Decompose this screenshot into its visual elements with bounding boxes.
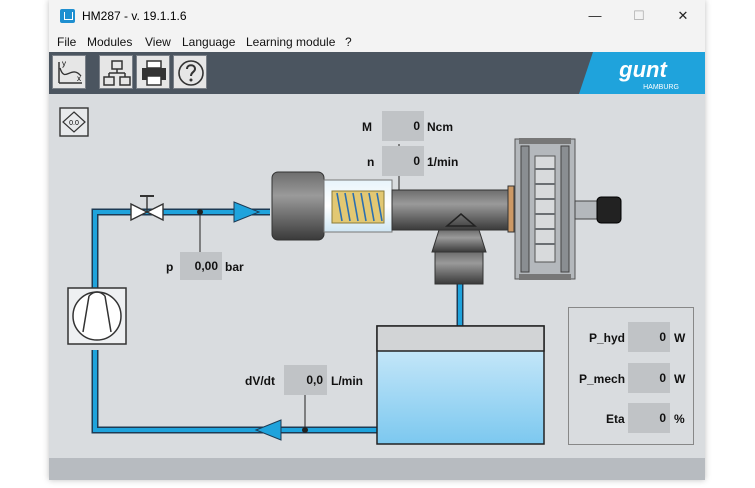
- diagram-icon: yx: [58, 59, 82, 84]
- help-icon: [178, 60, 204, 86]
- network-icon: [103, 60, 131, 86]
- p-hyd-label: P_hyd: [589, 331, 626, 345]
- help-button[interactable]: [173, 55, 207, 89]
- menu-modules[interactable]: Modules: [87, 35, 133, 49]
- flow-value: 0,0: [284, 365, 327, 395]
- menu-view[interactable]: View: [145, 35, 171, 49]
- turbine-assembly: [271, 138, 622, 285]
- menu-learning-module[interactable]: Learning module: [246, 35, 336, 49]
- svg-text:x: x: [77, 74, 81, 83]
- settings-icon[interactable]: 0.0: [59, 107, 89, 137]
- menu-file[interactable]: File: [57, 35, 77, 49]
- pressure-label: p: [166, 260, 174, 274]
- p-mech-value: 0: [628, 363, 670, 393]
- pump-icon: [67, 287, 127, 345]
- status-bar: [49, 458, 705, 480]
- eta-unit: %: [674, 412, 685, 426]
- speed-value: 0: [382, 146, 424, 176]
- printer-icon: [142, 60, 166, 86]
- gunt-logo: gunt HAMBURG: [579, 52, 705, 94]
- water-tank: [376, 325, 545, 445]
- eta-value: 0: [628, 403, 670, 433]
- minimize-button[interactable]: —: [588, 8, 602, 23]
- logo-brand: gunt: [618, 57, 668, 82]
- maximize-button[interactable]: ☐: [633, 8, 645, 23]
- p-mech-label: P_mech: [579, 372, 626, 386]
- speed-unit: 1/min: [427, 155, 459, 169]
- flow-label: dV/dt: [245, 374, 275, 388]
- menu-help[interactable]: ?: [345, 35, 352, 49]
- flow-arrow-right: [233, 201, 261, 223]
- torque-label: M: [362, 120, 372, 134]
- p-mech-unit: W: [674, 372, 686, 386]
- logo-sub: HAMBURG: [643, 84, 679, 91]
- process-diagram: 0.0 M 0 Ncm n 0 1/min p 0,00 bar dV/dt 0…: [49, 94, 705, 458]
- pressure-value: 0,00: [180, 252, 222, 280]
- app-icon: [60, 9, 75, 23]
- svg-text:0.0: 0.0: [69, 120, 79, 127]
- speed-label: n: [367, 155, 375, 169]
- svg-text:y: y: [62, 59, 66, 68]
- torque-unit: Ncm: [427, 120, 454, 134]
- menu-bar: File Modules View Language Learning modu…: [49, 32, 705, 52]
- power-panel: P_hyd 0 W P_mech 0 W Eta 0 %: [568, 307, 694, 445]
- window-title: HM287 - v. 19.1.1.6: [82, 9, 187, 23]
- torque-value: 0: [382, 111, 424, 141]
- title-bar: HM287 - v. 19.1.1.6 — ☐ ✕: [49, 0, 705, 32]
- flow-unit: L/min: [331, 374, 363, 388]
- valve-icon: [130, 195, 164, 222]
- p-hyd-unit: W: [674, 331, 686, 345]
- print-button[interactable]: [136, 55, 170, 89]
- menu-language[interactable]: Language: [182, 35, 236, 49]
- p-hyd-value: 0: [628, 322, 670, 352]
- eta-label: Eta: [606, 412, 625, 426]
- close-button[interactable]: ✕: [677, 8, 689, 23]
- network-button[interactable]: [99, 55, 133, 89]
- pressure-unit: bar: [225, 260, 244, 274]
- app-window: HM287 - v. 19.1.1.6 — ☐ ✕ File Modules V…: [49, 0, 705, 480]
- flow-arrow-left: [254, 419, 282, 441]
